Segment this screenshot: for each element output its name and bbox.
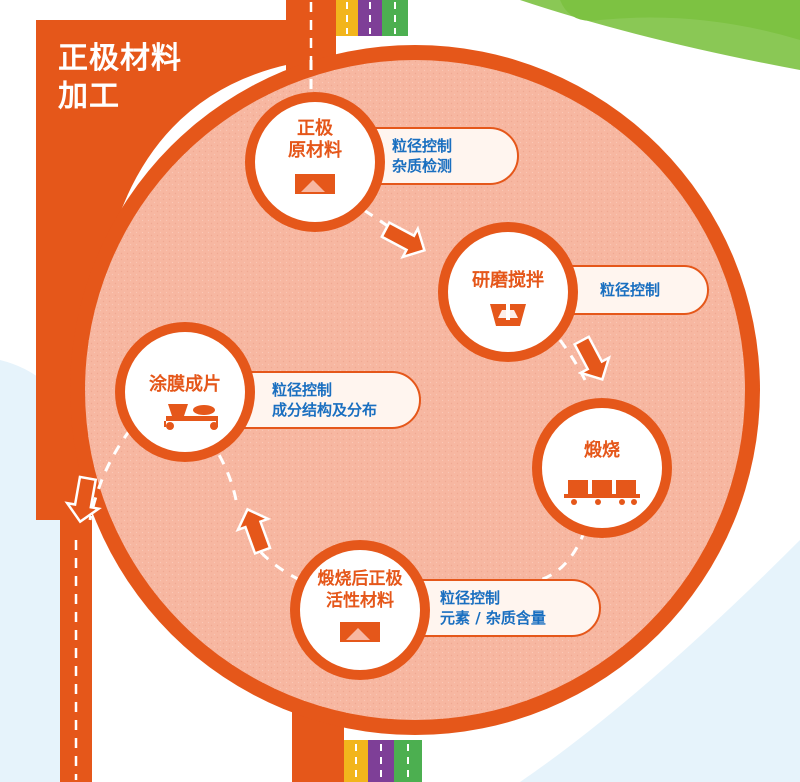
title-line-2: 加工	[58, 79, 120, 114]
node-step-2	[438, 222, 578, 362]
arrow-3	[235, 507, 272, 556]
background-lime-curve	[520, 0, 800, 70]
step-3-label: 煅烧	[584, 440, 620, 461]
top-road-stripes	[336, 0, 408, 36]
step-5-label: 涂膜成片	[149, 374, 221, 395]
node-step-3	[532, 398, 672, 538]
coating-machine-icon	[164, 404, 218, 430]
node-step-4	[290, 540, 430, 680]
page-title: 正极材料 加工	[58, 40, 182, 116]
step-2-label: 研磨搅拌	[472, 270, 544, 291]
background-sky-right	[520, 540, 800, 782]
node-step-5	[115, 322, 255, 462]
mixing-tank-icon	[490, 298, 526, 326]
title-line-1: 正极材料	[58, 41, 182, 76]
arrow-4	[64, 475, 102, 524]
step-5-checks: 粒径控制 成分结构及分布	[272, 381, 378, 419]
step-1-checks: 粒径控制 杂质检测	[392, 137, 453, 175]
step-4-checks: 粒径控制 元素 / 杂质含量	[440, 589, 546, 627]
powder-pile-icon	[340, 608, 380, 642]
bottom-road-stripes	[344, 740, 422, 782]
orange-frame	[36, 0, 336, 782]
kiln-cart-icon	[564, 480, 640, 505]
node-step-1	[245, 92, 385, 232]
powder-pile-icon	[295, 160, 335, 194]
arrow-1	[380, 220, 426, 260]
arrow-2	[572, 335, 612, 381]
step-1-label: 正极 原材料	[288, 118, 342, 161]
step-4-label: 煅烧后正极 活性材料	[317, 569, 403, 611]
step-2-checks: 粒径控制	[600, 281, 661, 299]
